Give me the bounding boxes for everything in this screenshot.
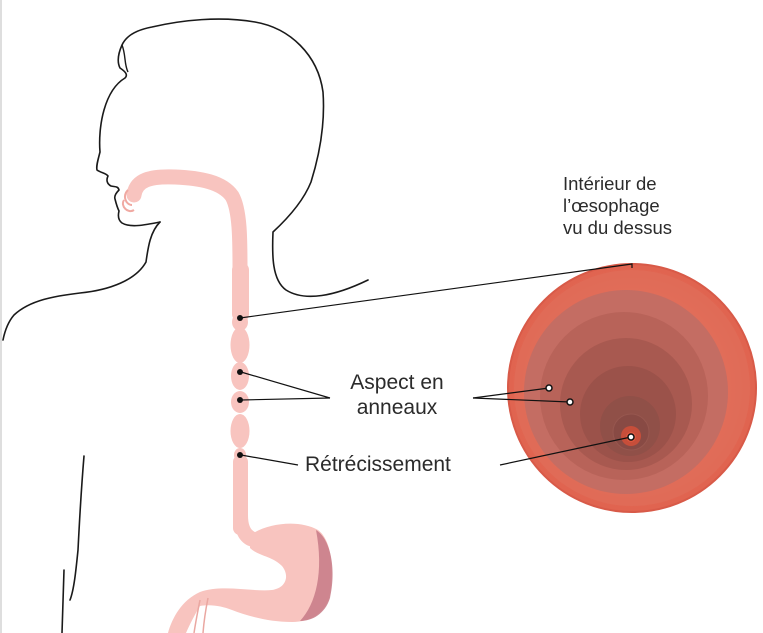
- interior-view-label: Intérieur de l’œsophage vu du dessus: [563, 173, 672, 238]
- head-silhouette: [97, 19, 368, 296]
- torso-line-left: [70, 456, 84, 600]
- torso-line-left-2: [62, 570, 64, 633]
- ear: [122, 45, 128, 72]
- esophagus: [231, 262, 263, 548]
- shoulder-left: [3, 222, 160, 340]
- stricture-label: Rétrécissement: [305, 453, 451, 478]
- ring-appearance-label: Aspect en anneaux: [336, 371, 458, 421]
